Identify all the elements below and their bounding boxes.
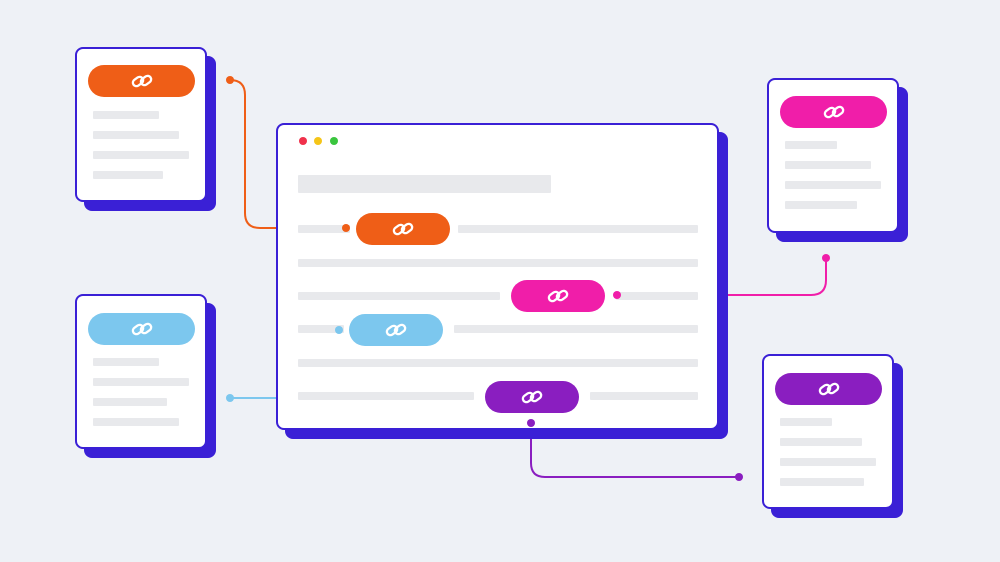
text-placeholder (785, 181, 881, 189)
text-placeholder (616, 292, 698, 300)
text-placeholder (298, 392, 474, 400)
text-placeholder (785, 201, 857, 209)
link-pill-purple[interactable] (775, 373, 882, 405)
text-placeholder (780, 458, 876, 466)
connector-end-orange-target (342, 224, 350, 232)
link-pill-magenta[interactable] (780, 96, 887, 128)
text-placeholder (785, 161, 871, 169)
chain-link-icon (385, 323, 407, 337)
text-placeholder (93, 151, 189, 159)
link-pill-lightblue[interactable] (88, 313, 195, 345)
chain-link-icon (818, 382, 839, 396)
text-placeholder (298, 359, 698, 367)
chain-link-icon (823, 105, 844, 119)
connector-end-lightblue-target (335, 326, 343, 334)
chain-link-icon (392, 222, 414, 236)
text-placeholder (458, 225, 698, 233)
chain-link-icon (521, 390, 543, 404)
chain-link-icon (131, 74, 152, 88)
text-placeholder (93, 131, 179, 139)
chain-link-icon (547, 289, 569, 303)
window-maximize-dot[interactable] (330, 137, 338, 145)
text-placeholder (93, 418, 179, 426)
text-placeholder (93, 358, 159, 366)
source-card-bottom-right (762, 354, 894, 509)
heading-placeholder (298, 175, 551, 193)
text-placeholder (780, 418, 832, 426)
text-placeholder (780, 478, 864, 486)
text-placeholder (298, 225, 350, 233)
inline-link-magenta[interactable] (511, 280, 605, 312)
inline-link-orange[interactable] (356, 213, 450, 245)
chain-link-icon (131, 322, 152, 336)
text-placeholder (298, 259, 698, 267)
connector-end-purple-target (527, 419, 535, 427)
source-card-top-right (767, 78, 899, 233)
connector-end-orange-source (226, 76, 234, 84)
link-pill-orange[interactable] (88, 65, 195, 97)
window-minimize-dot[interactable] (314, 137, 322, 145)
connector-end-magenta-source (822, 254, 830, 262)
text-placeholder (785, 141, 837, 149)
text-placeholder (93, 378, 189, 386)
text-placeholder (93, 171, 163, 179)
inline-link-purple[interactable] (485, 381, 579, 413)
text-placeholder (93, 398, 167, 406)
source-card-top-left (75, 47, 207, 202)
connector-orange (229, 79, 347, 229)
connector-magenta (617, 258, 827, 296)
text-placeholder (298, 325, 344, 333)
connector-end-magenta-target (613, 291, 621, 299)
text-placeholder (780, 438, 862, 446)
text-placeholder (590, 392, 698, 400)
window-close-dot[interactable] (299, 137, 307, 145)
text-placeholder (454, 325, 698, 333)
connector-end-purple-source (735, 473, 743, 481)
browser-window (276, 123, 719, 430)
source-card-mid-left (75, 294, 207, 449)
connector-end-lightblue-source (226, 394, 234, 402)
inline-link-lightblue[interactable] (349, 314, 443, 346)
text-placeholder (93, 111, 159, 119)
text-placeholder (298, 292, 500, 300)
connector-purple (530, 423, 739, 478)
